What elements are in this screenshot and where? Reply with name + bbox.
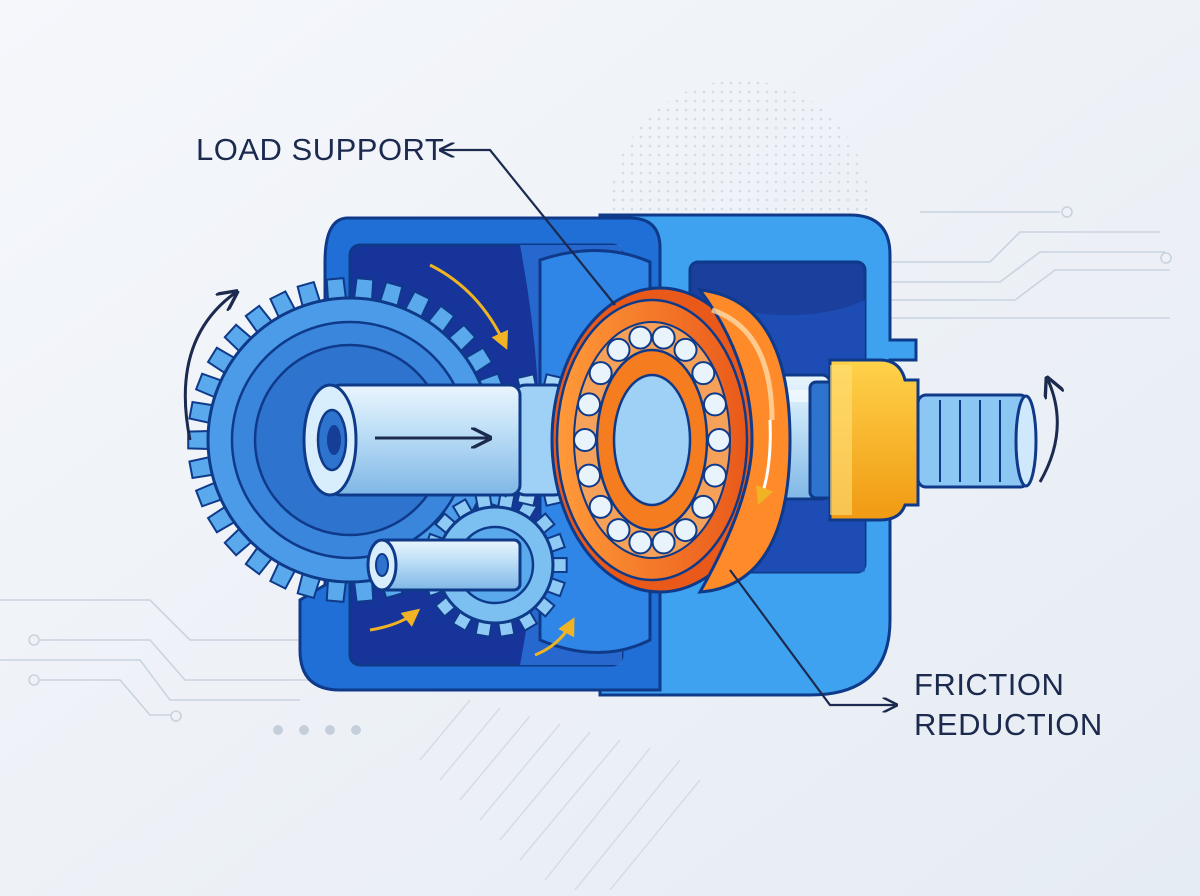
bearing-ball [702,392,727,417]
leader-friction-reduction [729,569,895,705]
circuit-traces-left [0,599,320,722]
leader-load-support [442,150,616,306]
bearing-ball [673,337,698,362]
flow-arrow-icon [369,263,575,657]
bearing-ball [577,463,602,488]
ball-bearing [550,286,792,594]
output-collar [808,358,920,522]
bearing-ball [606,518,631,543]
rotation-arrow-left-icon [183,293,235,441]
bearing-ball [702,463,727,488]
bearing-ball [651,325,676,350]
bearing-ball [651,530,676,555]
bearing-ball [588,494,613,519]
label-load-support: LOAD SUPPORT [196,132,445,167]
label-friction-reduction: FRICTION REDUCTION [914,665,1103,745]
bearing-ball [691,361,716,386]
label-friction-line2: REDUCTION [914,707,1103,742]
output-spline-shaft [916,393,1038,489]
bearing-ball [691,494,716,519]
hatch-pattern [419,699,701,891]
circuit-traces-right [890,206,1172,319]
bearing-ball [577,392,602,417]
lower-shaft [366,538,522,592]
bearing-ball [628,530,653,555]
bearing-rotation-arrow-icon [756,419,774,506]
bearing-ball [606,337,631,362]
bearing-ball [707,428,731,452]
label-friction-line1: FRICTION [914,667,1065,702]
bearing-ball [628,325,653,350]
pagination-dots [273,725,361,735]
bearing-ball [673,518,698,543]
bearing-ball [573,428,597,452]
bearing-ball [588,361,613,386]
rotation-arrow-right-icon [1038,380,1057,483]
